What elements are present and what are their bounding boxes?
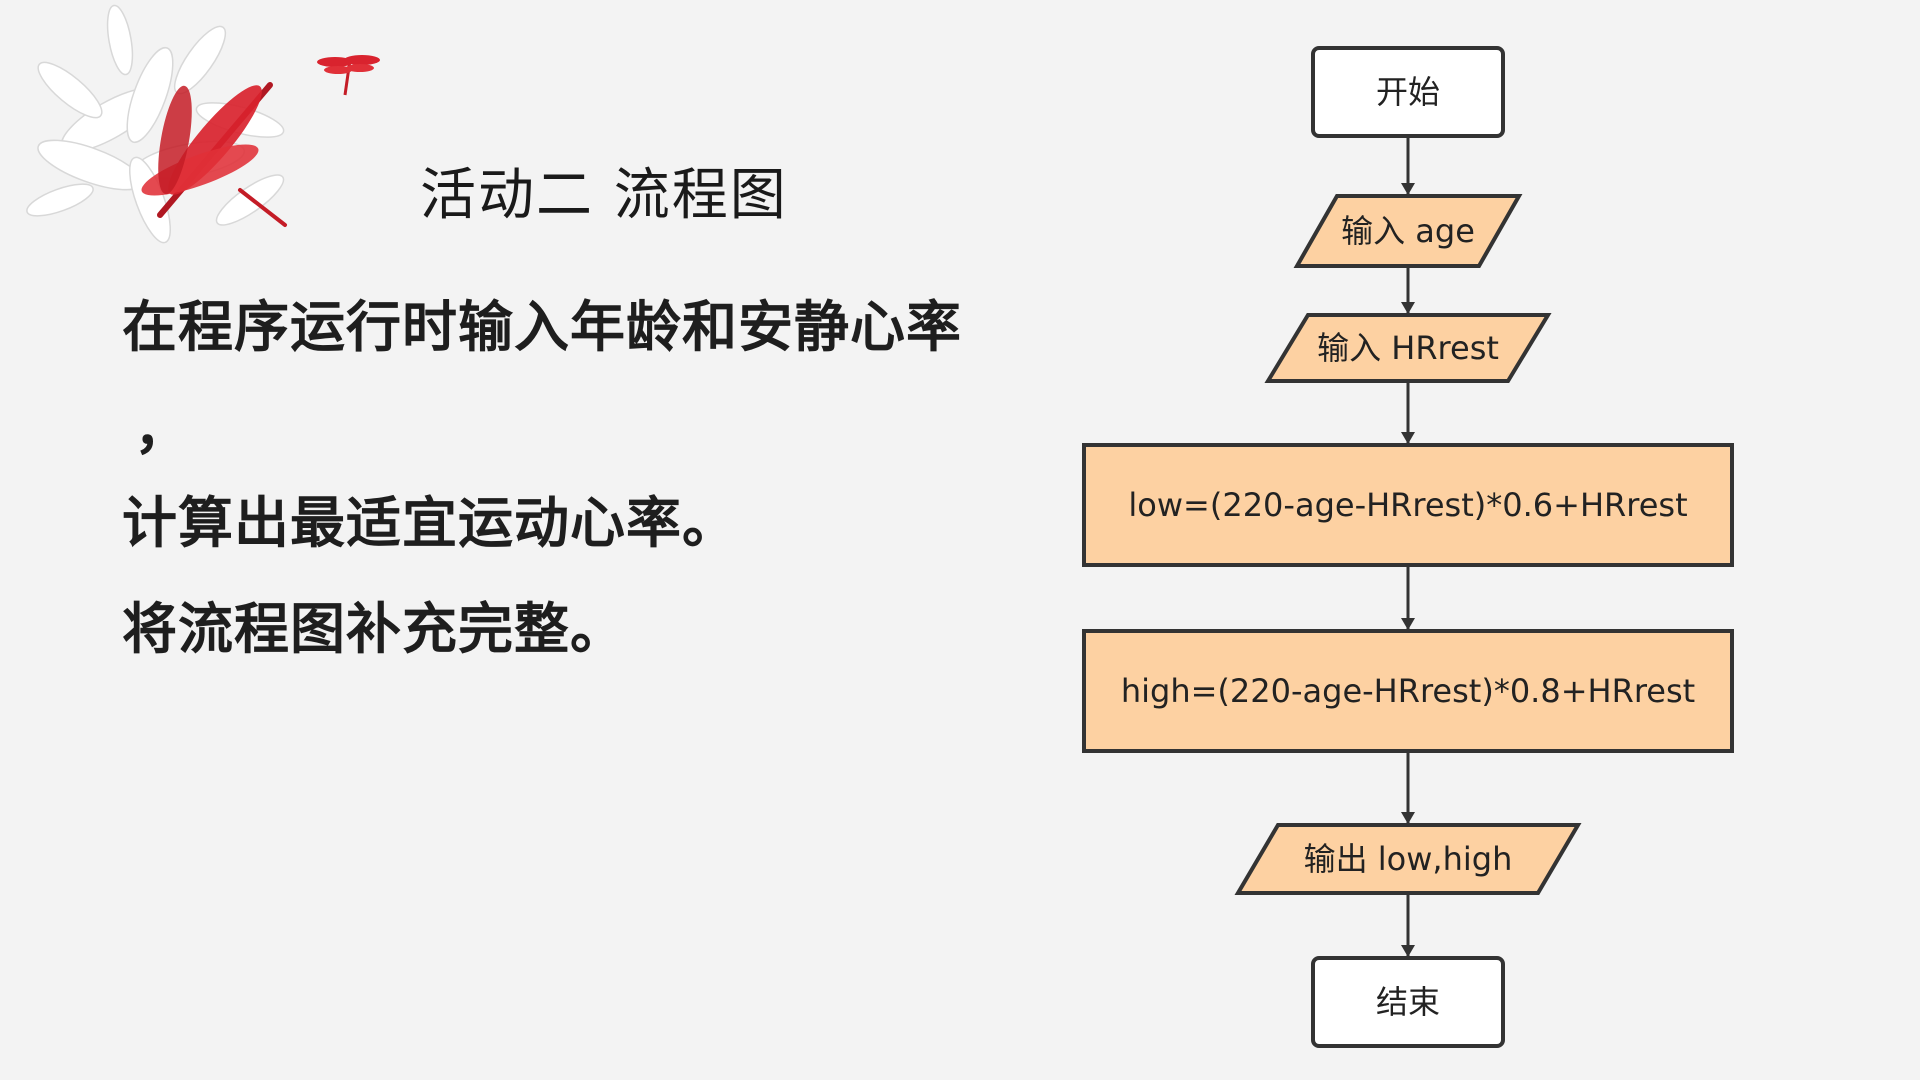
- flow-node-output: 输出 low,high: [1234, 823, 1582, 895]
- flow-node-shape: [1082, 629, 1734, 753]
- flow-node-start: 开始: [1311, 46, 1505, 138]
- flow-node-shape: [1293, 194, 1523, 268]
- instruction-line-1: 在程序运行时输入年龄和安静心率: [122, 295, 963, 359]
- decorative-corner: [26, 4, 380, 244]
- instruction-line-3: 计算出最适宜运动心率。: [122, 491, 739, 555]
- flow-node-end: 结束: [1311, 956, 1505, 1048]
- instruction-line-4: 将流程图补充完整。: [122, 597, 627, 661]
- flow-node-shape: [1234, 823, 1582, 895]
- flow-node-input-hrrest: 输入 HRrest: [1264, 313, 1552, 383]
- flow-node-label: high=(220-age-HRrest)*0.8+HRrest: [1121, 672, 1695, 710]
- flow-node-label: 输入 HRrest: [1317, 329, 1499, 367]
- flow-node-label: 输入 age: [1341, 212, 1475, 250]
- flow-node-shape: [1311, 956, 1505, 1048]
- flow-node-shape: [1082, 443, 1734, 567]
- flow-node-label: 结束: [1376, 983, 1440, 1021]
- red-dragonfly-large: [141, 82, 287, 227]
- flow-node-shape: [1311, 46, 1505, 138]
- instruction-line-2: ，: [134, 397, 191, 461]
- slide-title: 活动二 流程图: [420, 163, 788, 228]
- flow-node-shape: [1264, 313, 1552, 383]
- flow-node-label: 输出 low,high: [1304, 840, 1513, 878]
- flow-node-calc-low: low=(220-age-HRrest)*0.6+HRrest: [1082, 443, 1734, 567]
- flow-node-input-age: 输入 age: [1293, 194, 1523, 268]
- flow-node-label: 开始: [1376, 73, 1440, 111]
- flow-node-label: low=(220-age-HRrest)*0.6+HRrest: [1128, 486, 1687, 524]
- red-dragonfly-small: [317, 55, 380, 96]
- flow-node-calc-high: high=(220-age-HRrest)*0.8+HRrest: [1082, 629, 1734, 753]
